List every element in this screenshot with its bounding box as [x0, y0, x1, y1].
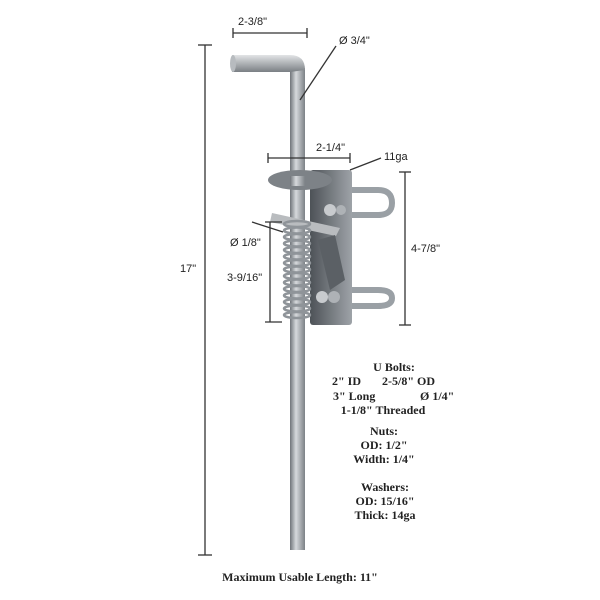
washers-thick: Thick: 14ga [354, 508, 415, 522]
latch-pin [230, 55, 305, 550]
spring-length-dimension [265, 221, 282, 323]
bracket [268, 170, 352, 325]
max-usable-length: Maximum Usable Length: 11" [222, 570, 378, 584]
washers-od: OD: 15/16" [356, 494, 415, 508]
bracket-width-label: 2-1/4" [316, 142, 345, 154]
nuts-od: OD: 1/2" [361, 438, 408, 452]
u-bolts-threaded: 1-1/8" Threaded [341, 403, 426, 417]
bracket-width-dimension [267, 153, 351, 163]
nuts-width: Width: 1/4" [353, 452, 414, 466]
bracket-height-label: 4-7/8" [411, 243, 440, 255]
spring [282, 219, 312, 320]
gauge-leader [349, 157, 382, 171]
hook-width-dimension [232, 28, 308, 38]
spring-coil [282, 310, 312, 320]
washers-title: Washers: [361, 480, 409, 494]
u-bolts-length: 3" Long [333, 389, 375, 403]
pin-diameter-leader [299, 45, 337, 101]
nuts-title: Nuts: [370, 424, 398, 438]
bracket-gauge-label: 11ga [384, 151, 409, 163]
overall-length-label: 17" [180, 263, 196, 275]
spring-wire-label: Ø 1/8" [230, 237, 261, 249]
u-bolts [345, 187, 396, 309]
u-bolts-diameter: Ø 1/4" [420, 389, 454, 403]
spring-wire-leader [251, 221, 284, 233]
pin-diameter-label: Ø 3/4" [339, 35, 370, 47]
hook-width-label: 2-3/8" [238, 16, 267, 28]
u-bolts-id: 2" ID [332, 374, 361, 388]
u-bolts-title: U Bolts: [373, 360, 415, 374]
overall-length-dimension [198, 44, 212, 556]
spec-list: U Bolts: 2" ID 2-5/8" OD 3" Long Ø 1/4" … [332, 360, 454, 522]
bracket-height-dimension [399, 171, 411, 326]
spring-length-label: 3-9/16" [227, 272, 262, 284]
u-bolts-od: 2-5/8" OD [382, 374, 435, 388]
